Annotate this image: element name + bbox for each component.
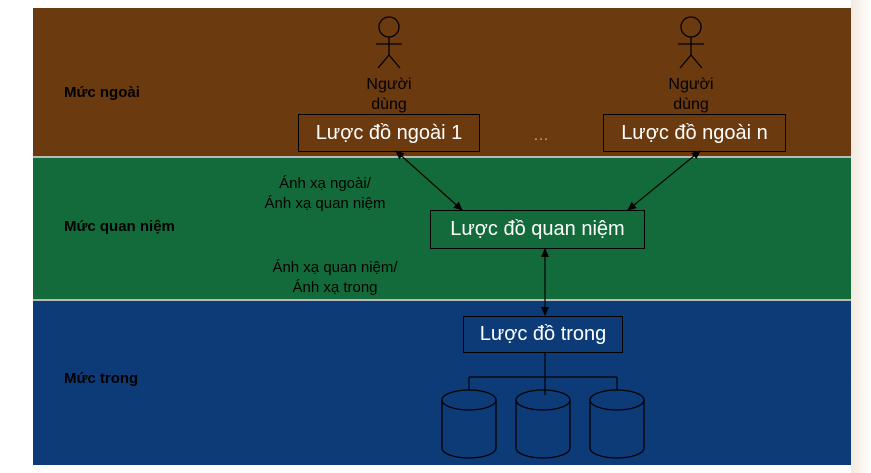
user-label-line2: dùng [371, 96, 407, 113]
ellipsis: … [533, 127, 549, 144]
external-schema-n-box: Lược đồ ngoài n [603, 114, 786, 152]
user-label-line1: Người [668, 76, 714, 93]
external-conceptual-mapping-label: Ánh xạ ngoài/ Ánh xạ quan niệm [250, 174, 400, 214]
user-label-line2: dùng [673, 96, 709, 113]
user-label-line1: Người [366, 76, 412, 93]
external-schema-1-box: Lược đồ ngoài 1 [298, 114, 480, 152]
conceptual-internal-mapping-label: Ánh xạ quan niệm/ Ánh xạ trong [255, 258, 415, 298]
mapping-label-line1: Ánh xạ quan niệm/ [272, 259, 398, 276]
external-level-label: Mức ngoài [64, 84, 140, 101]
mapping-arrow-external1-conceptual [395, 150, 463, 211]
external-level-band [33, 8, 851, 157]
internal-level-label: Mức trong [64, 370, 139, 387]
database-cylinder-icon [515, 389, 571, 459]
conceptual-level-label: Mức quan niệm [64, 218, 175, 235]
mapping-label-line2: Ánh xạ trong [292, 279, 378, 296]
band-divider [33, 299, 851, 301]
mapping-label-line1: Ánh xạ ngoài/ [279, 175, 371, 192]
user-label: Người dùng [651, 75, 731, 115]
database-cylinder-icon [589, 389, 645, 459]
stick-figure-icon [376, 16, 402, 69]
stick-figure-icon [678, 16, 704, 69]
database-cylinder-icon [441, 389, 497, 459]
mapping-arrow-externaln-conceptual [627, 150, 701, 211]
user-label: Người dùng [349, 75, 429, 115]
mapping-label-line2: Ánh xạ quan niệm [264, 195, 386, 212]
right-edge-decoration [851, 0, 871, 473]
storage-connector [468, 353, 618, 395]
internal-schema-box: Lược đồ trong [463, 316, 623, 353]
conceptual-schema-box: Lược đồ quan niệm [430, 210, 645, 249]
